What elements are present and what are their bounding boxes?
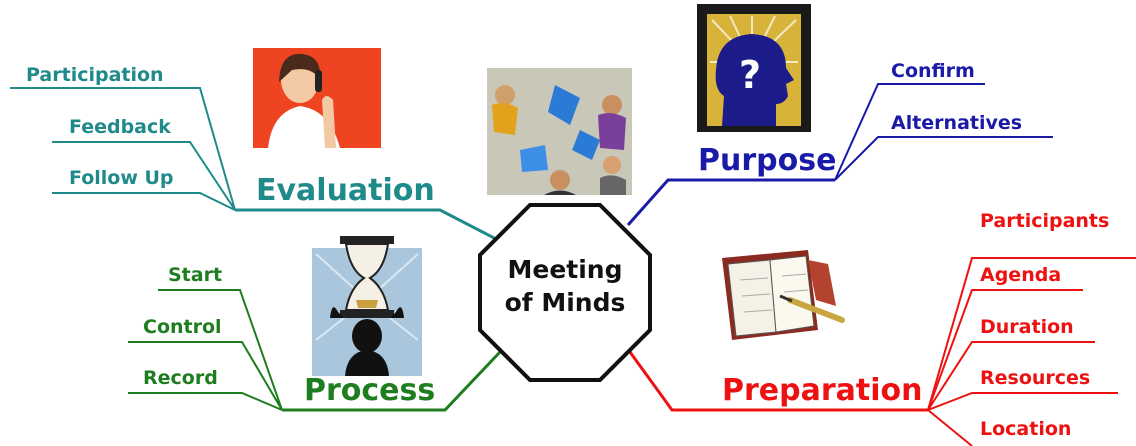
evaluation-item: Participation [26, 64, 164, 86]
process-item: Control [143, 316, 222, 338]
process-lines [128, 289, 502, 412]
planner-pen-icon [722, 250, 845, 340]
process-label: Process [304, 373, 436, 408]
center-octagon [478, 203, 652, 382]
center-title: Meeting of Minds [490, 254, 640, 319]
preparation-item: Agenda [980, 264, 1062, 286]
team-meeting-icon [487, 68, 632, 195]
phone-call-woman-icon [253, 48, 381, 148]
preparation-item: Resources [980, 367, 1091, 389]
preparation-item: Participants [980, 210, 1110, 232]
evaluation-lines [10, 87, 499, 242]
evaluation-item: Feedback [69, 116, 171, 138]
svg-text:?: ? [739, 53, 761, 97]
preparation-lines [628, 257, 1136, 446]
purpose-label: Purpose [698, 143, 837, 178]
process-item: Record [143, 367, 218, 389]
evaluation-item: Follow Up [69, 167, 174, 189]
question-head-icon: ? [697, 4, 811, 132]
center-title-line: of Minds [504, 287, 626, 317]
purpose-item: Alternatives [891, 112, 1023, 134]
preparation-item: Duration [980, 316, 1074, 338]
process-item: Start [168, 264, 223, 286]
center-title-line: Meeting [507, 255, 623, 284]
purpose-item: Confirm [891, 60, 975, 82]
preparation-label: Preparation [722, 373, 923, 408]
evaluation-label: Evaluation [256, 173, 435, 208]
purpose-lines [626, 83, 1053, 226]
preparation-item: Location [980, 418, 1072, 440]
hourglass-icon [312, 236, 422, 376]
